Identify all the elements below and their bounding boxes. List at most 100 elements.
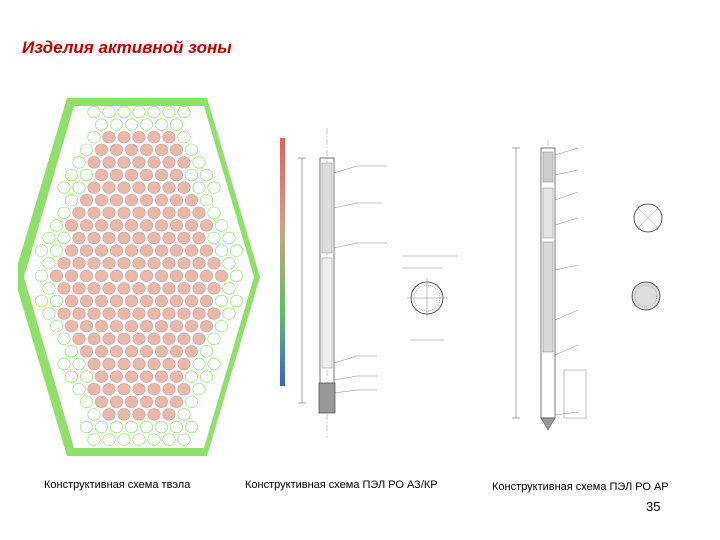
fuel-rod-cell xyxy=(177,257,191,270)
fuel-rod-cell xyxy=(147,257,161,270)
fuel-rod-cell xyxy=(222,231,236,245)
fuel-rod-cell xyxy=(102,181,116,194)
fuel-rod-cell xyxy=(192,231,206,245)
fuel-rod-cell xyxy=(192,206,206,219)
fuel-rod-cell xyxy=(79,168,93,182)
fuel-rod-cell xyxy=(192,282,206,295)
fuel-rod-cell xyxy=(34,244,48,257)
fuel-rod-cell xyxy=(162,408,176,421)
fuel-rod-cell xyxy=(110,168,124,182)
fuel-rod-cell xyxy=(64,219,78,232)
fuel-rod-cell xyxy=(87,257,101,270)
fuel-rod-cell xyxy=(125,345,139,358)
fuel-rod-cell xyxy=(95,143,109,156)
fuel-rod-cell xyxy=(185,395,199,408)
fuel-rod-cell xyxy=(177,357,191,371)
fuel-rod-cell xyxy=(57,257,71,270)
fuel-rod-cell xyxy=(177,383,191,396)
fuel-rod-cell xyxy=(215,269,229,282)
fuel-rod-cell xyxy=(177,332,191,345)
fuel-rod-cell xyxy=(102,257,116,270)
fuel-rod-cell xyxy=(87,307,101,320)
fuel-rod-cell xyxy=(170,294,184,308)
fuel-rod-cell xyxy=(215,244,229,257)
fuel-rod-cell xyxy=(110,244,124,257)
fuel-rod-cell xyxy=(125,269,139,282)
fuel-rod-cell xyxy=(64,269,78,282)
fuel-rod-cell xyxy=(57,307,71,320)
fuel-rod-cell xyxy=(215,294,229,308)
fuel-rod-cell xyxy=(155,420,169,434)
fuel-rod-cell xyxy=(177,408,191,421)
fuel-rod-cell xyxy=(162,383,176,396)
fuel-rod-cell xyxy=(162,307,176,320)
fuel-rod-cell xyxy=(87,105,101,119)
fuel-rod-cell xyxy=(185,320,199,333)
fuel-rod-cell xyxy=(117,206,131,219)
fuel-rod-cell xyxy=(162,105,176,119)
fuel-rod-cell xyxy=(132,357,146,371)
fuel-rod-cell xyxy=(79,269,93,282)
fuel-rod-cell xyxy=(95,219,109,232)
fuel-rod-cell xyxy=(49,219,63,232)
fuel-rod-cell xyxy=(110,395,124,408)
fuel-rod-cell xyxy=(125,194,139,207)
fuel-rod-cell xyxy=(155,294,169,308)
fuel-rod-cell xyxy=(95,395,109,408)
fuel-rod-cell xyxy=(170,168,184,182)
pel-az-kr-drawing xyxy=(280,128,457,438)
fuel-rod-cell xyxy=(125,143,139,156)
fuel-rod-cell xyxy=(155,118,169,131)
fuel-rod-cell xyxy=(42,257,56,270)
fuel-rod-cell xyxy=(140,294,154,308)
fuel-rod-cell xyxy=(110,370,124,383)
fuel-rod-cell xyxy=(192,357,206,371)
fuel-rod-cell xyxy=(177,282,191,295)
fuel-rod-cell xyxy=(117,332,131,345)
fuel-rod-cell xyxy=(49,269,63,282)
slide-title: Изделия активной зоны xyxy=(22,38,232,57)
page-number: 35 xyxy=(646,499,661,514)
fuel-rod-cell xyxy=(102,156,116,169)
fuel-rod-cell xyxy=(79,395,93,408)
fuel-rod-cell xyxy=(140,370,154,383)
fuel-rod-cell xyxy=(185,345,199,358)
fuel-rod-cell xyxy=(49,244,63,257)
fuel-rod-cell xyxy=(132,206,146,219)
fuel-rod-cell xyxy=(155,345,169,358)
fuel-rod-cell xyxy=(170,395,184,408)
fuel-rod-cell xyxy=(162,433,176,446)
fuel-rod-cell xyxy=(117,231,131,245)
fuel-rod-cell xyxy=(192,383,206,396)
fuel-rod-cell xyxy=(132,257,146,270)
fuel-rod-cell xyxy=(192,156,206,169)
fuel-rod-cell xyxy=(162,257,176,270)
fuel-rod-cell xyxy=(79,420,93,434)
fuel-rod-cell xyxy=(155,143,169,156)
fuel-rod-cell xyxy=(110,194,124,207)
fuel-rod-cell xyxy=(222,257,236,270)
fuel-rod-cell xyxy=(125,294,139,308)
fuel-rod-cell xyxy=(102,357,116,371)
fuel-rod-cell xyxy=(207,357,221,371)
fuel-rod-cell xyxy=(162,206,176,219)
fuel-rod-cell xyxy=(170,420,184,434)
fuel-rod-cell xyxy=(147,383,161,396)
fuel-rod-cell xyxy=(177,231,191,245)
fuel-rod-cell xyxy=(192,332,206,345)
fuel-rod-cell xyxy=(132,181,146,194)
fuel-rod-cell xyxy=(87,408,101,421)
fuel-rod-cell xyxy=(64,370,78,383)
fuel-rod-cell xyxy=(79,194,93,207)
fuel-rod-cell xyxy=(155,370,169,383)
fuel-rod-cell xyxy=(215,320,229,333)
fuel-rod-cell xyxy=(117,257,131,270)
fuel-rod-cell xyxy=(117,433,131,446)
fuel-rod-cell xyxy=(185,194,199,207)
fuel-rod-cell xyxy=(207,257,221,270)
fuel-rod-cell xyxy=(125,320,139,333)
fuel-rod-cell xyxy=(177,206,191,219)
rod-bottom-tip xyxy=(540,417,556,431)
fuel-rod-cell xyxy=(192,257,206,270)
fuel-rod-cell xyxy=(170,244,184,257)
